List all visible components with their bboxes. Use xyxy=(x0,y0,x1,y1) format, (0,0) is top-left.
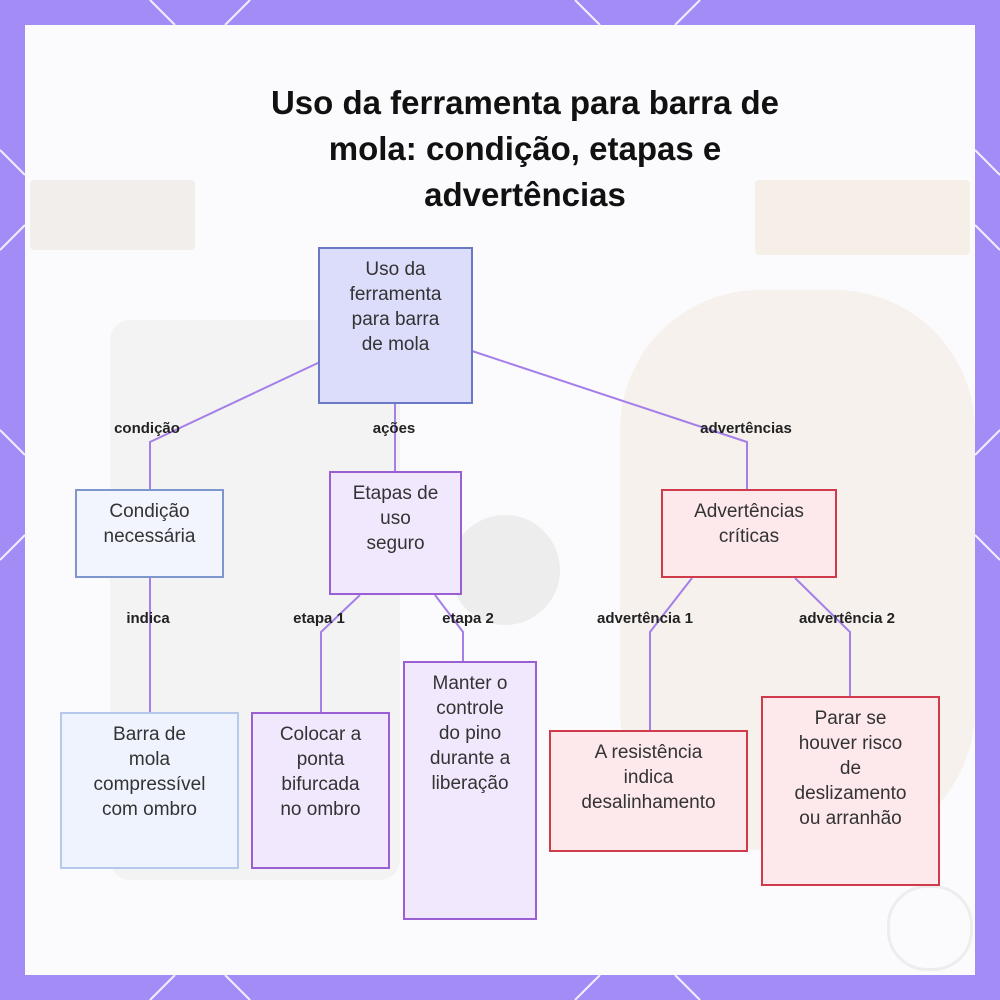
node-steps: Etapas de uso seguro xyxy=(329,471,462,595)
edge-etapa2 xyxy=(434,594,464,662)
edge-label-acoes: ações xyxy=(372,420,416,437)
edge-label-etapa2: etapa 2 xyxy=(442,610,494,627)
edge-condicao xyxy=(149,361,321,490)
connector-lines xyxy=(149,350,851,731)
edge-label-advertencias: advertências xyxy=(700,420,792,437)
edge-label-advertencia2: advertência 2 xyxy=(799,610,895,627)
diagram-title: Uso da ferramenta para barra de mola: co… xyxy=(270,84,780,213)
node-root: Uso da ferramenta para barra de mola xyxy=(318,247,473,404)
edge-advertencia2 xyxy=(794,577,851,697)
edge-advertencias xyxy=(471,350,748,490)
node-bar: Barra de mola compressível com ombro xyxy=(60,712,239,869)
node-condition-label: Condição necessária xyxy=(103,501,196,547)
edge-advertencia1 xyxy=(649,577,693,731)
node-root-label: Uso da ferramenta para barra de mola xyxy=(349,259,442,355)
node-step1: Colocar a ponta bifurcada no ombro xyxy=(251,712,390,869)
node-warn1-label: A resistência indica desalinhamento xyxy=(581,742,716,813)
diagram-canvas: Uso da ferramenta para barra de mola: co… xyxy=(25,25,975,975)
node-warn2: Parar se houver risco de deslizamento ou… xyxy=(761,696,940,886)
node-warnings-label: Advertências críticas xyxy=(694,501,804,547)
edge-label-condicao: condição xyxy=(114,420,180,437)
edge-label-indica: indica xyxy=(126,610,170,627)
node-bar-label: Barra de mola compressível com ombro xyxy=(93,724,206,820)
node-warnings: Advertências críticas xyxy=(661,489,837,578)
node-step2: Manter o controle do pino durante a libe… xyxy=(403,661,537,920)
node-warn2-label: Parar se houver risco de deslizamento ou… xyxy=(794,708,907,829)
node-step2-label: Manter o controle do pino durante a libe… xyxy=(429,673,511,794)
node-steps-label: Etapas de uso seguro xyxy=(352,483,439,554)
edge-label-advertencia1: advertência 1 xyxy=(597,610,693,627)
edge-label-etapa1: etapa 1 xyxy=(293,610,345,627)
edge-etapa1 xyxy=(320,594,361,713)
node-step1-label: Colocar a ponta bifurcada no ombro xyxy=(279,724,362,820)
node-condition: Condição necessária xyxy=(75,489,224,578)
node-warn1: A resistência indica desalinhamento xyxy=(549,730,748,852)
